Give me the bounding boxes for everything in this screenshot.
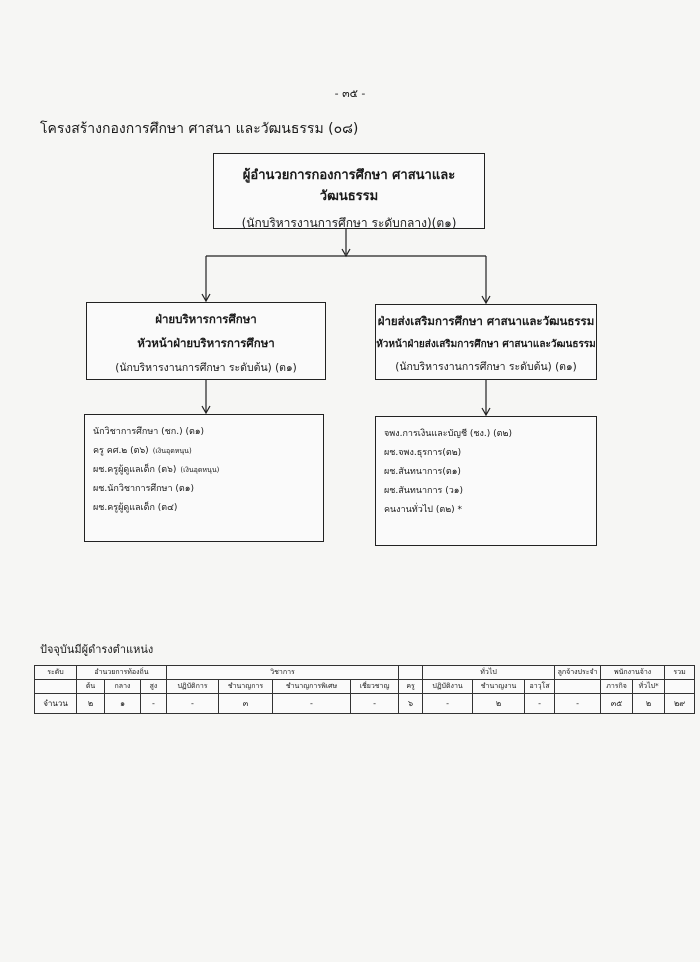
sub-header: ชำนาญการ (218, 679, 273, 694)
level-label: ระดับ (34, 665, 77, 680)
list-item: นักวิชาการศึกษา (ชก.) (ต๑) (93, 423, 323, 442)
left-staff-list: นักวิชาการศึกษา (ชก.) (ต๑) ครู คศ.๒ (ต๖)… (84, 414, 324, 542)
blank-cell (398, 665, 424, 680)
table-cell: ๒๙ (664, 693, 696, 714)
right-division-box: ฝ่ายส่งเสริมการศึกษา ศาสนาและวัฒนธรรม หั… (375, 304, 597, 380)
staff-label: คนงานทั่วไป (ต๒) * (384, 505, 463, 515)
sub-header: อาวุโส (524, 679, 556, 694)
sub-header: เชี่ยวชาญ (349, 679, 400, 694)
table-cell: ๓๕ (600, 693, 634, 714)
table-cell: - (140, 693, 167, 714)
right-division-level: (นักบริหารงานการศึกษา ระดับต้น) (ต๑) (395, 361, 577, 373)
right-staff-list: จพง.การเงินและบัญชี (ชง.) (ต๒) ผช.จพง.ธุ… (375, 416, 597, 546)
table-row: จำนวน ๒ ๑ - - ๓ - - ๖ - ๒ - - ๓๕ ๒ ๒๙ (34, 693, 696, 714)
right-division-head: หัวหน้าฝ่ายส่งเสริมการศึกษา ศาสนาและวัฒน… (376, 339, 596, 350)
list-item: ครู คศ.๒ (ต๖)(เงินอุดหนุน) (93, 442, 323, 461)
table-header-row: ระดับ อำนวยการท้องถิ่น วิชาการ ทั่วไป ลู… (34, 665, 696, 680)
director-box: ผู้อำนวยการกองการศึกษา ศาสนาและวัฒนธรรม … (213, 153, 485, 230)
sub-header: ทั่วไป* (632, 679, 666, 694)
left-division-name: ฝ่ายบริหารการศึกษา (155, 312, 257, 326)
sub-header: ครู (398, 679, 424, 694)
staff-label: ผช.สันทนาการ (ว๑) (384, 486, 464, 496)
blank-cell (554, 679, 602, 694)
blank-cell (664, 679, 696, 694)
staff-label: จพง.การเงินและบัญชี (ชง.) (ต๒) (384, 429, 512, 439)
list-item: ผช.ครูผู้ดูแลเด็ก (ต๖)(เงินอุดหนุน) (93, 461, 323, 480)
left-division-box: ฝ่ายบริหารการศึกษา หัวหน้าฝ่ายบริหารการศ… (86, 302, 326, 380)
staff-note: (เงินอุดหนุน) (180, 466, 220, 474)
group-total: รวม (664, 665, 696, 680)
page-number: - ๓๕ - (334, 87, 366, 100)
sub-header: สูง (140, 679, 167, 694)
staff-label: ผช.จพง.ธุรการ(ต๒) (384, 448, 462, 458)
staff-label: ผช.นักวิชาการศึกษา (ต๑) (93, 484, 194, 494)
table-cell: ๑ (104, 693, 141, 714)
table-cell: - (422, 693, 474, 714)
director-level: (นักบริหารงานการศึกษา ระดับกลาง)(ต๑) (241, 216, 457, 230)
sub-header: ต้น (76, 679, 105, 694)
sub-header: กลาง (104, 679, 141, 694)
current-staff-heading: ปัจจุบันมีผู้ดำรงตำแหน่ง (40, 643, 154, 656)
sub-header: ปฏิบัติการ (166, 679, 219, 694)
list-item: คนงานทั่วไป (ต๒) * (384, 501, 596, 520)
page-title: โครงสร้างกองการศึกษา ศาสนา และวัฒนธรรม (… (40, 121, 359, 137)
list-item: ผช.นักวิชาการศึกษา (ต๑) (93, 480, 323, 499)
group-academic: วิชาการ (165, 665, 400, 680)
table-cell: - (554, 693, 602, 714)
group-general: ทั่วไป (422, 665, 556, 680)
sub-header: ปฏิบัติงาน (422, 679, 474, 694)
staff-label: ครู คศ.๒ (ต๖) (93, 446, 149, 456)
director-position: ผู้อำนวยการกองการศึกษา ศาสนาและวัฒนธรรม (242, 168, 456, 204)
staff-label: ผช.สันทนาการ(ต๑) (384, 467, 461, 477)
table-cell: ๓ (218, 693, 273, 714)
list-item: จพง.การเงินและบัญชี (ชง.) (ต๒) (384, 425, 596, 444)
staff-label: ผช.ครูผู้ดูแลเด็ก (ต๔) (93, 503, 178, 513)
list-item: ผช.จพง.ธุรการ(ต๒) (384, 444, 596, 463)
left-division-level: (นักบริหารงานการศึกษา ระดับต้น) (ต๑) (115, 362, 297, 374)
list-item: ผช.สันทนาการ(ต๑) (384, 463, 596, 482)
table-cell: - (524, 693, 556, 714)
staff-label: นักวิชาการศึกษา (ชก.) (ต๑) (93, 427, 205, 437)
sub-header: ชำนาญการพิเศษ (272, 679, 351, 694)
staff-note: (เงินอุดหนุน) (152, 447, 192, 455)
row-label: จำนวน (34, 693, 77, 714)
right-division-name: ฝ่ายส่งเสริมการศึกษา ศาสนาและวัฒนธรรม (377, 314, 595, 328)
table-cell: ๒ (632, 693, 666, 714)
blank-cell (34, 679, 77, 694)
group-contract-employee: พนักงานจ้าง (600, 665, 666, 680)
sub-header: ภารกิจ (600, 679, 634, 694)
left-division-head: หัวหน้าฝ่ายบริหารการศึกษา (137, 336, 275, 350)
table-cell: ๒ (472, 693, 526, 714)
table-cell: - (272, 693, 351, 714)
group-permanent-employee: ลูกจ้างประจำ (554, 665, 602, 680)
staff-count-table: ระดับ อำนวยการท้องถิ่น วิชาการ ทั่วไป ลู… (34, 665, 696, 714)
staff-label: ผช.ครูผู้ดูแลเด็ก (ต๖) (93, 465, 177, 475)
table-cell: ๒ (76, 693, 105, 714)
table-cell: - (166, 693, 219, 714)
table-cell: ๖ (398, 693, 424, 714)
list-item: ผช.สันทนาการ (ว๑) (384, 482, 596, 501)
table-cell: - (349, 693, 400, 714)
list-item: ผช.ครูผู้ดูแลเด็ก (ต๔) (93, 499, 323, 518)
table-subheader-row: ต้น กลาง สูง ปฏิบัติการ ชำนาญการ ชำนาญกา… (34, 679, 696, 694)
group-management: อำนวยการท้องถิ่น (76, 665, 167, 680)
sub-header: ชำนาญงาน (472, 679, 526, 694)
